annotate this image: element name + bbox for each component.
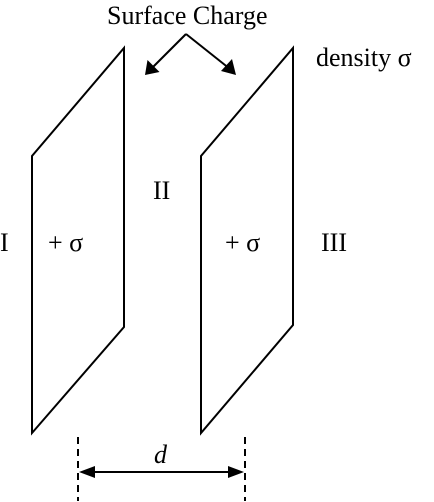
plate-right-charge-label: + σ — [225, 228, 260, 257]
plate-left — [31, 45, 125, 436]
plate-right — [200, 45, 294, 436]
region-three-label: III — [321, 228, 347, 257]
region-one-label: I — [0, 228, 9, 257]
plate-left-charge-label: + σ — [48, 228, 83, 257]
surface-charge-label: Surface Charge — [107, 1, 268, 30]
pointer-arrow-left — [145, 33, 187, 75]
pointer-arrow-right — [185, 33, 236, 75]
density-label: density σ — [316, 43, 412, 72]
separation-label: d — [154, 440, 168, 469]
separation-arrow — [79, 466, 244, 478]
region-two-label: II — [153, 176, 170, 205]
